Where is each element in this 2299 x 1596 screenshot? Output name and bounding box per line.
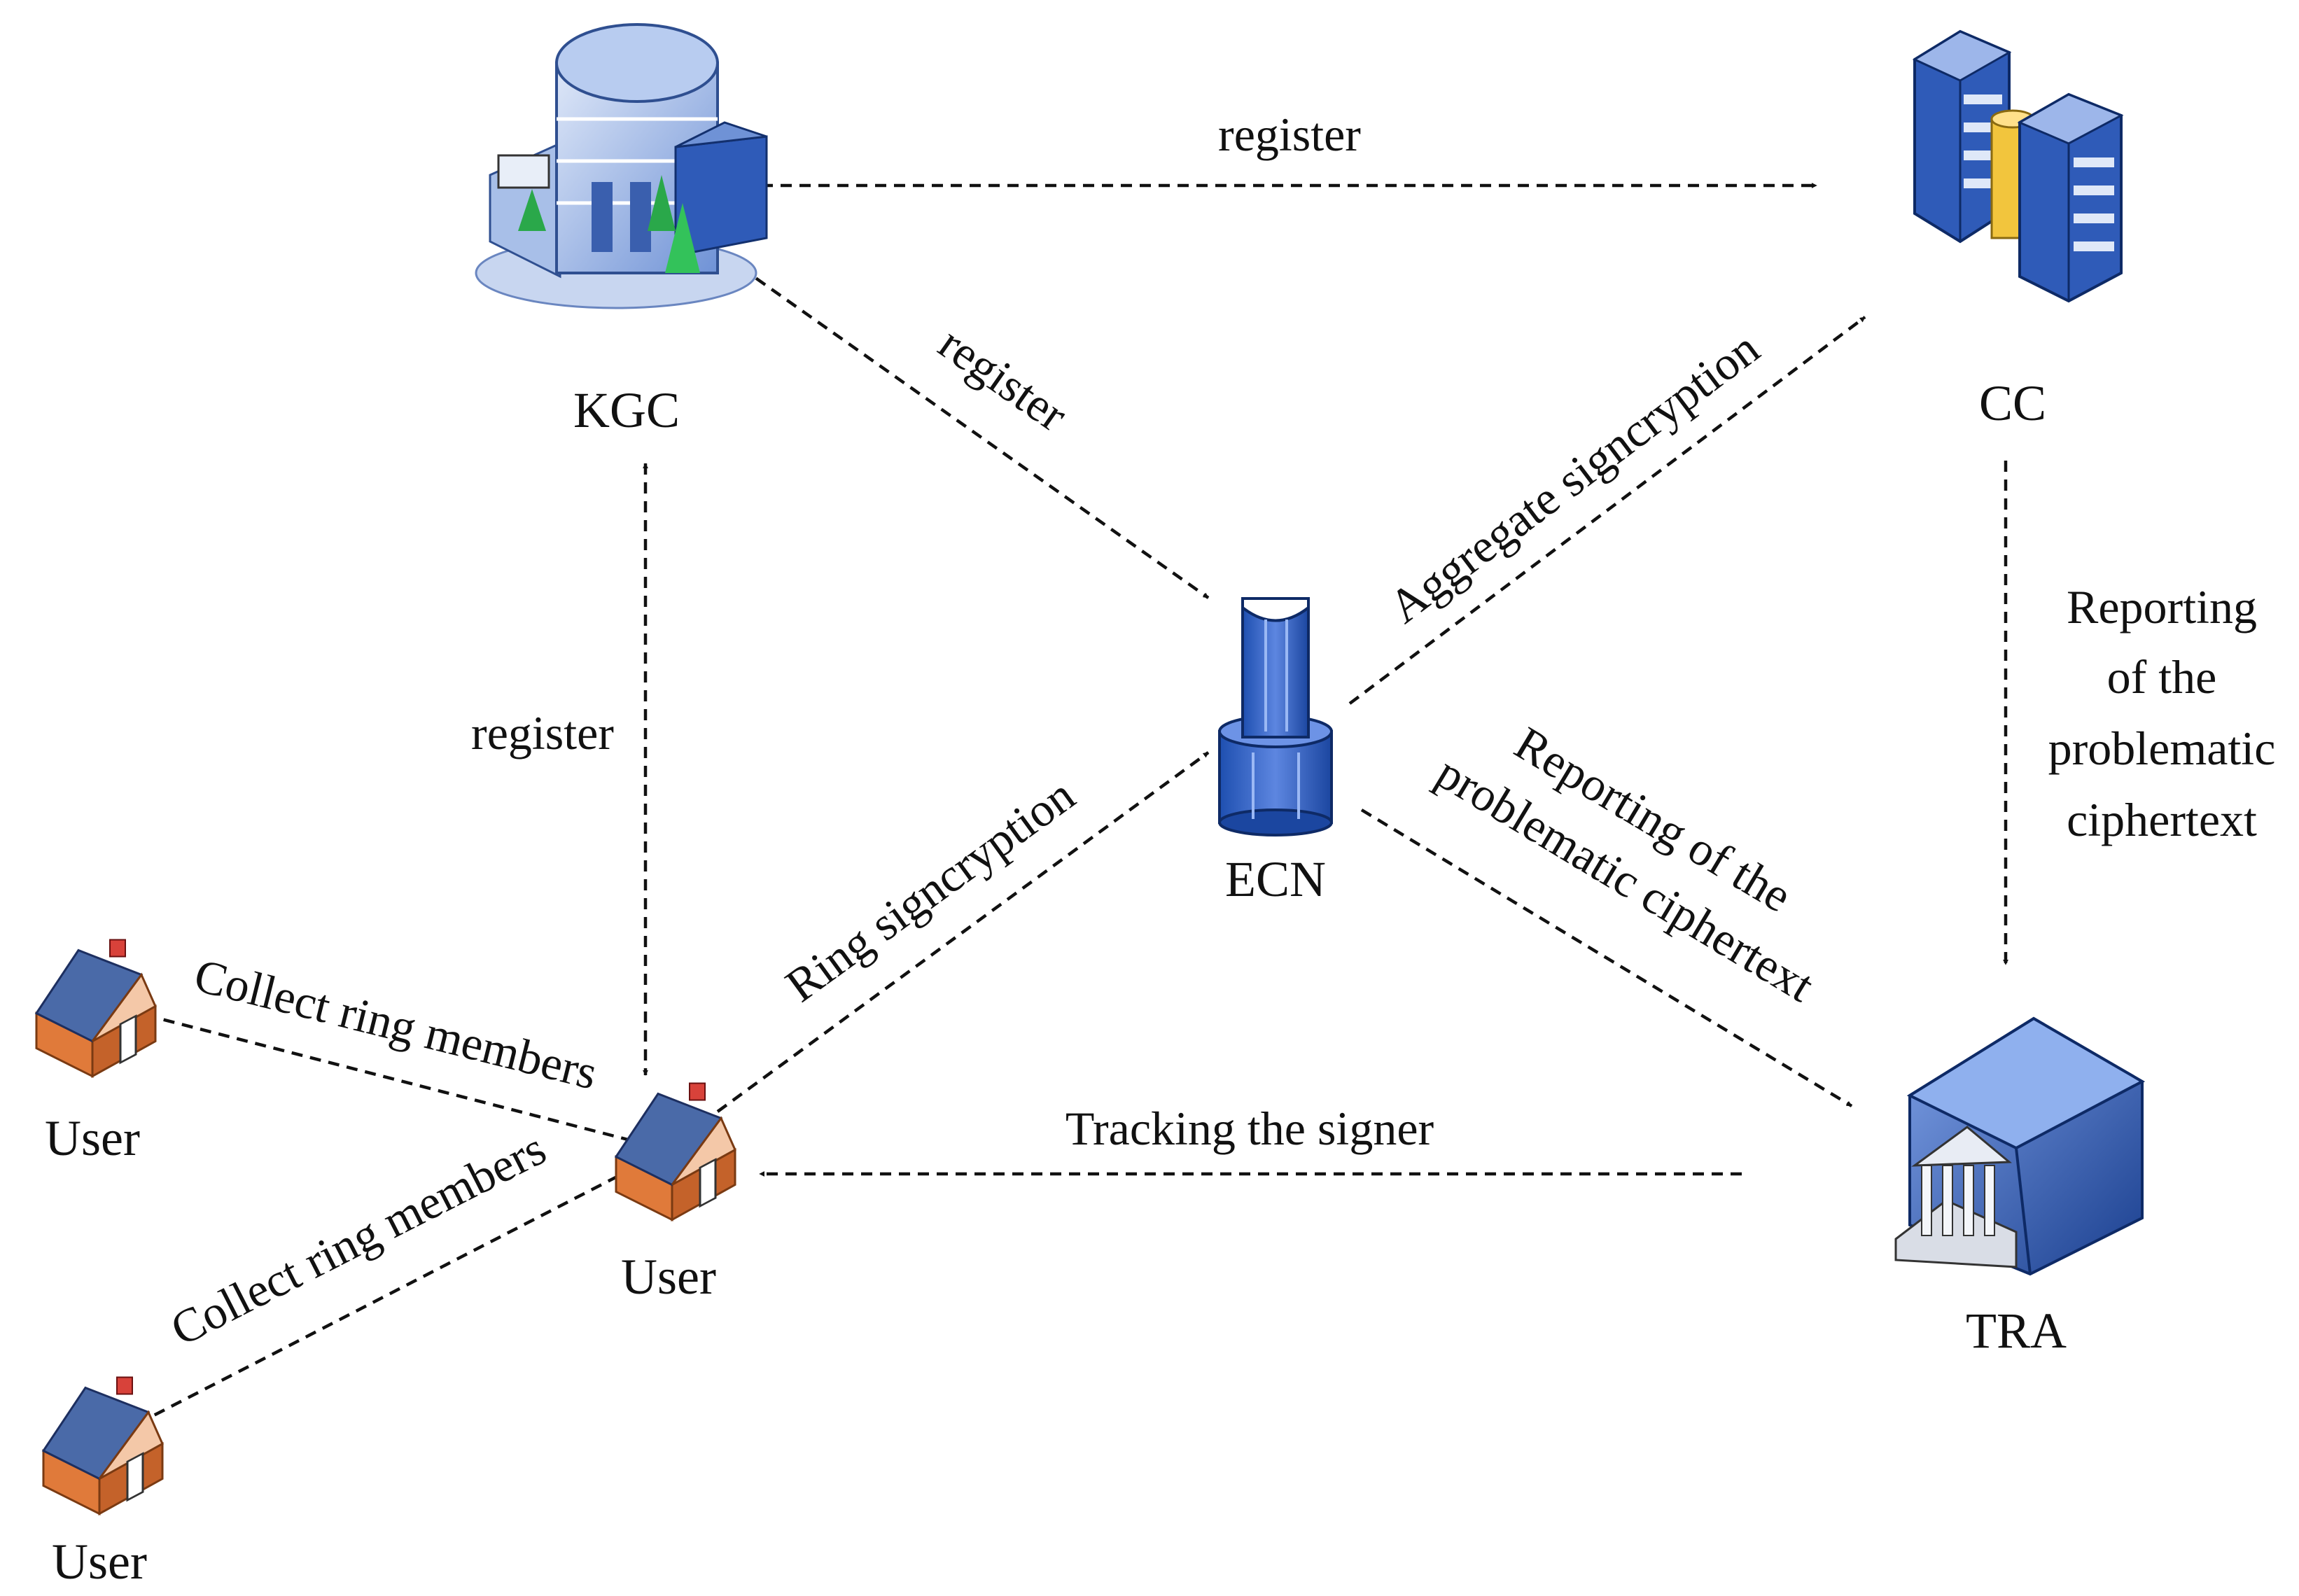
- node-kgc: KGC: [475, 23, 768, 438]
- node-label-user-bottom: User: [52, 1534, 147, 1590]
- label-user-ecn: Ring signcryption: [776, 768, 1084, 1012]
- label-ecn-cc: Aggregate signcryption: [1379, 321, 1769, 634]
- label-user-user-top: Collect ring members: [190, 948, 603, 1100]
- node-user-bottom: User: [42, 1376, 164, 1590]
- node-label-tra: TRA: [1966, 1303, 2067, 1359]
- label-tra-user: Tracking the signer: [1065, 1102, 1434, 1155]
- label-cc-tra: Reporting of the problematic ciphertext: [2048, 580, 2276, 846]
- label-kgc-ecn: register: [930, 316, 1077, 442]
- server-racks-icon: [1912, 29, 2124, 303]
- edge-user-user-top: [96, 1000, 669, 1152]
- node-label-user-top: User: [45, 1110, 140, 1166]
- node-cc: CC: [1912, 29, 2124, 431]
- svg-text:Reporting: Reporting: [2067, 580, 2257, 634]
- svg-text:of the: of the: [2107, 650, 2217, 704]
- node-label-ecn: ECN: [1225, 851, 1326, 907]
- node-ecn: ECN: [1218, 597, 1333, 907]
- edge-ecn-tra: [1360, 808, 1853, 1107]
- svg-text:ciphertext: ciphertext: [2067, 793, 2257, 846]
- house-icon: [42, 1376, 164, 1516]
- node-tra: TRA: [1894, 1016, 2146, 1359]
- house-icon: [615, 1082, 736, 1222]
- bank-building-icon: [1894, 1016, 2146, 1276]
- edge-user-user-bottom: [98, 1148, 670, 1446]
- edge-kgc-ecn: [739, 266, 1210, 599]
- node-user-main: User: [615, 1082, 736, 1305]
- node-label-user-main: User: [621, 1249, 716, 1305]
- edge-node-icon: [1218, 597, 1333, 836]
- office-building-icon: [475, 23, 768, 309]
- node-user-top: User: [35, 938, 157, 1166]
- edge-user-ecn: [716, 751, 1210, 1113]
- node-label-cc: CC: [1979, 375, 2046, 431]
- svg-text:problematic: problematic: [2048, 722, 2276, 775]
- edge-ecn-cc: [1348, 316, 1866, 705]
- house-icon: [35, 938, 157, 1078]
- node-label-kgc: KGC: [573, 382, 680, 438]
- label-kgc-cc: register: [1218, 108, 1361, 161]
- label-kgc-user: register: [471, 706, 614, 760]
